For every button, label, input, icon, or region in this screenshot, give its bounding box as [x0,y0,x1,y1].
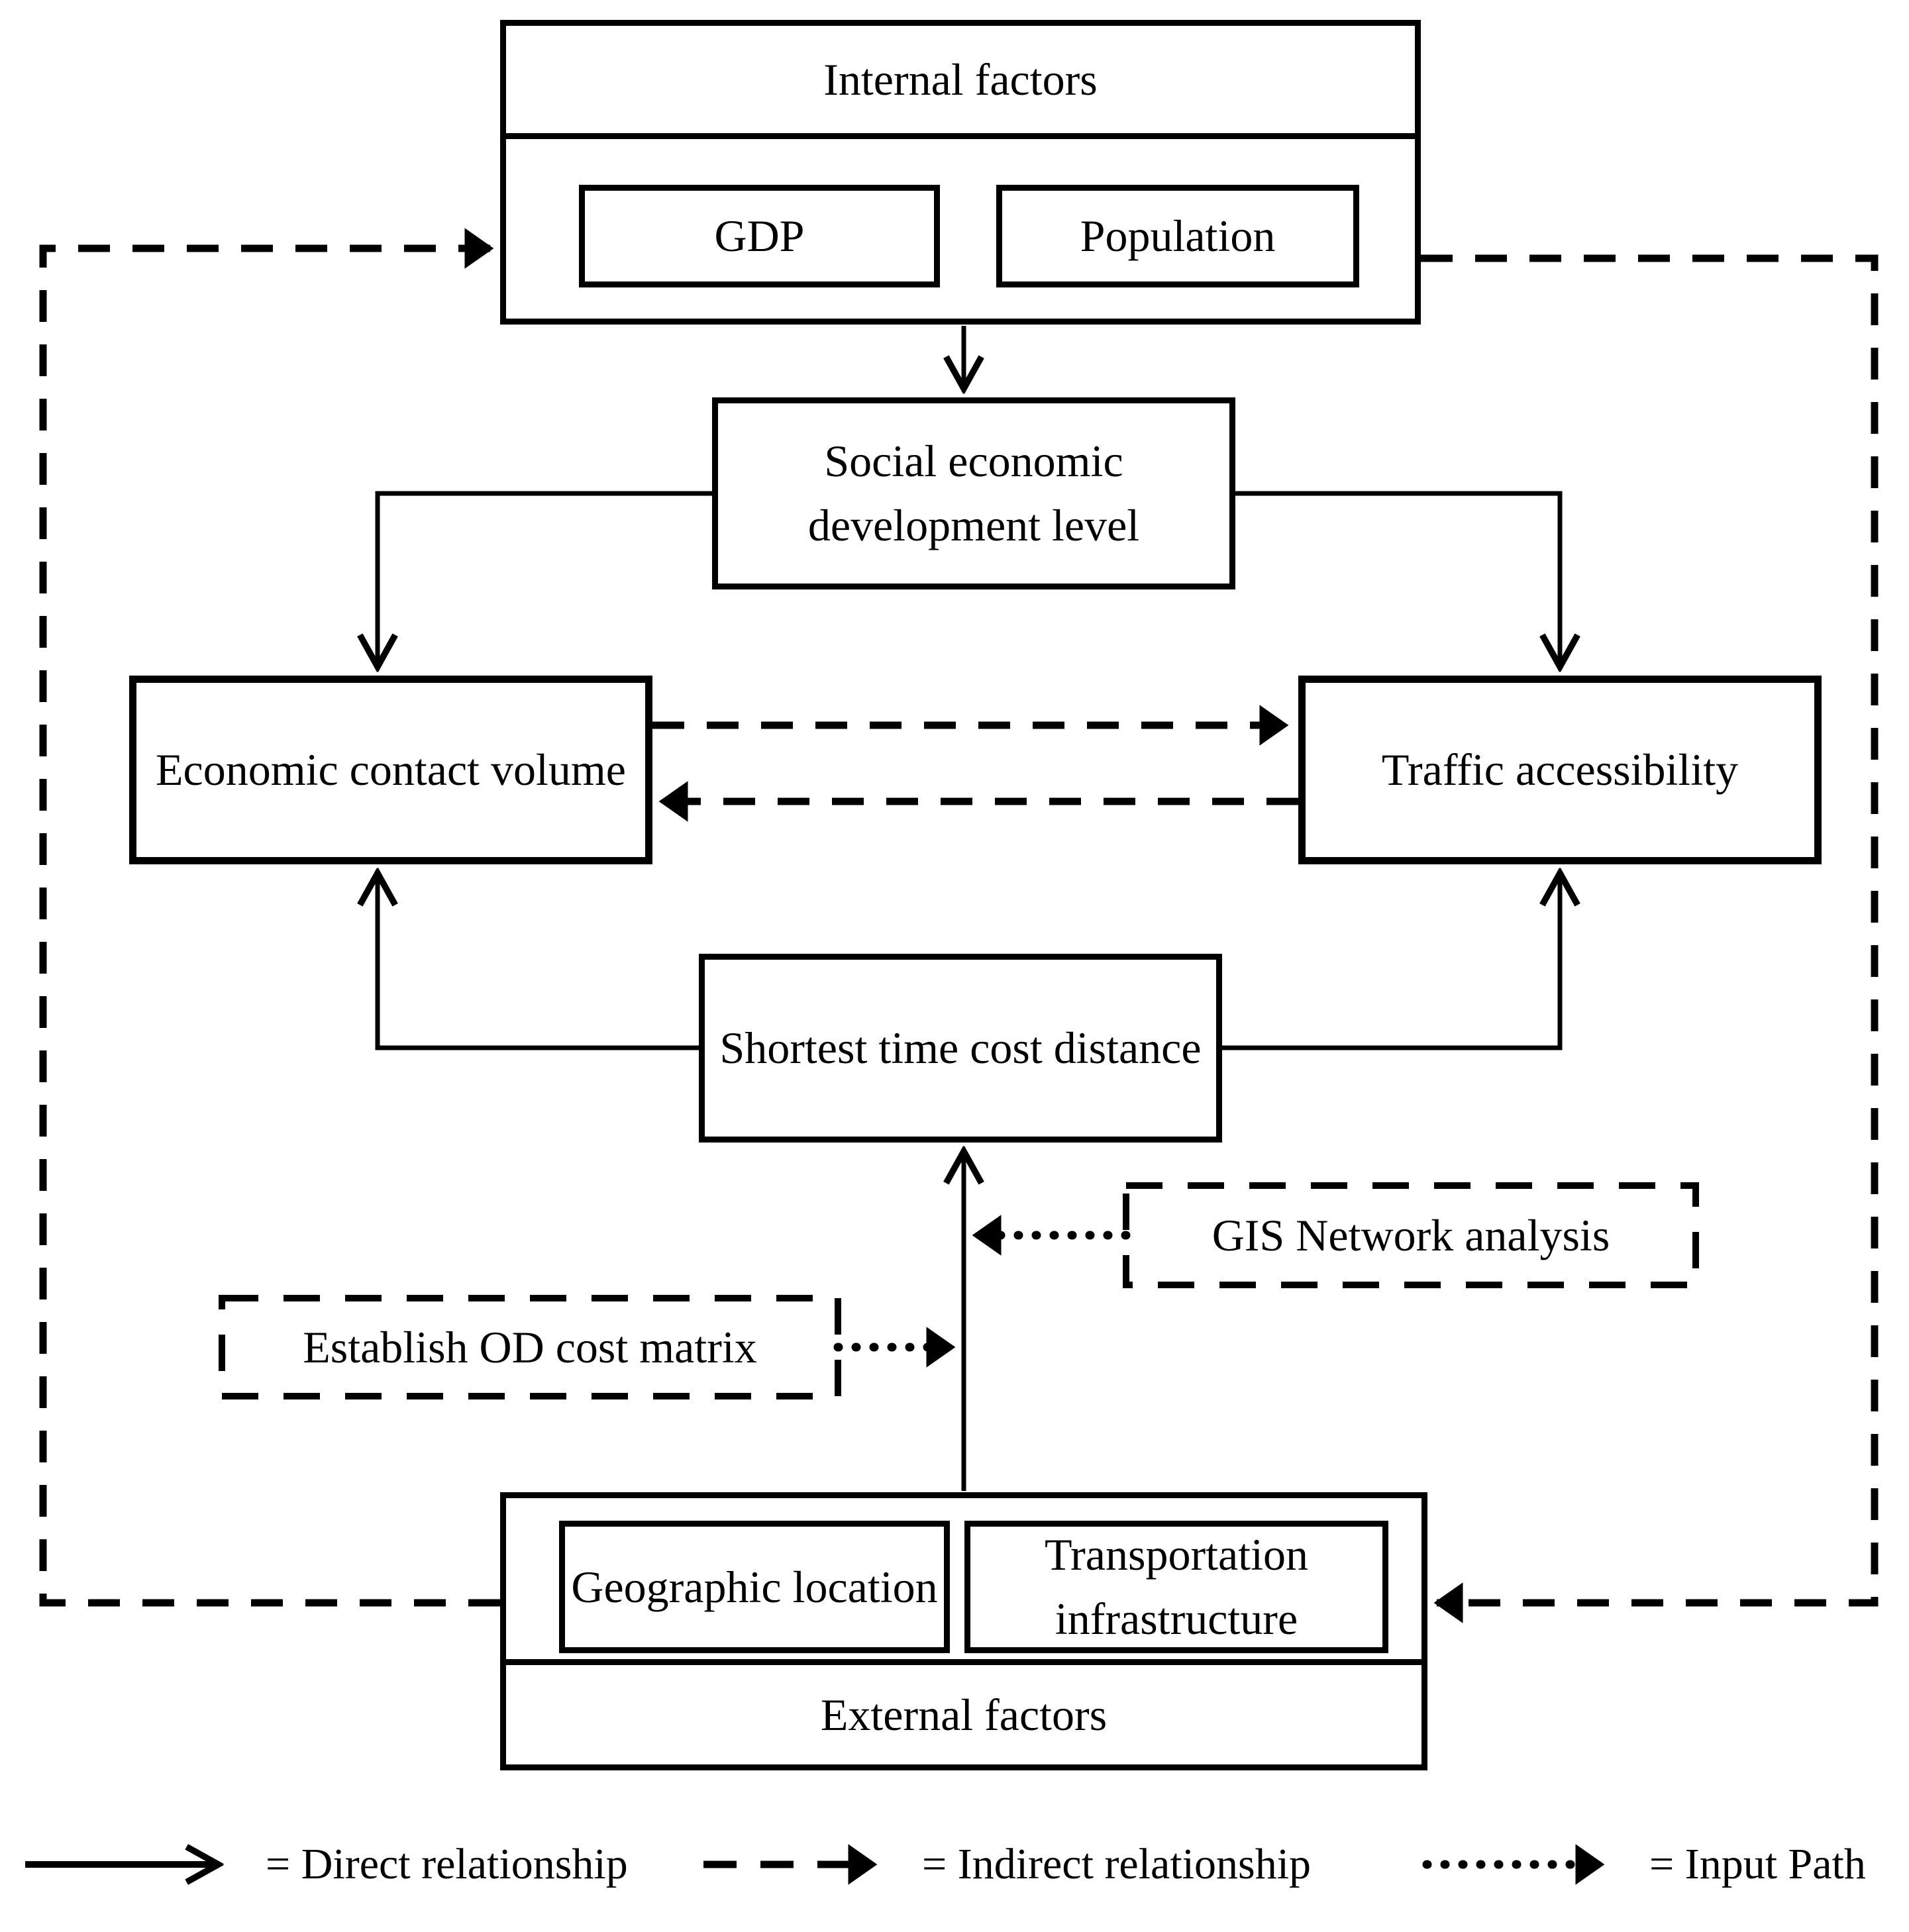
internal-factors-divider [500,133,1421,139]
edge-internal-to-external-loop [1421,254,1879,1623]
edge-social-to-traffic [1235,491,1560,665]
legend-input-label: = Input Path [1649,1840,1866,1888]
od-cost-matrix-box: Establish OD cost matrix [222,1298,838,1396]
indirect-arrow-icon [703,1844,878,1885]
gis-network-box: GIS Network analysis [1126,1186,1696,1285]
edge-shortest-to-economic [378,875,699,1050]
legend-indirect-label: = Indirect relationship [922,1840,1312,1888]
gdp-label: GDP [714,211,805,262]
legend-item-direct: = Direct relationship [21,1825,628,1904]
legend-item-indirect: = Indirect relationship [701,1825,1311,1904]
shortest-time-box: Shortest time cost distance [699,954,1222,1143]
legend-item-input: = Input Path [1421,1825,1866,1904]
population-label: Population [1080,211,1276,262]
od-cost-matrix-label: Establish OD cost matrix [303,1321,757,1372]
traffic-accessibility-label: Traffic accessibility [1381,744,1739,795]
external-factors-divider [500,1659,1427,1665]
geographic-location-label: Geographic location [571,1561,938,1612]
social-economic-label: Social economic development level [807,436,1140,550]
economic-contact-label: Economic contact volume [156,744,626,795]
population-box: Population [996,185,1359,287]
direct-arrow-icon [25,1831,256,1898]
gis-network-label: GIS Network analysis [1212,1209,1610,1260]
traffic-accessibility-box: Traffic accessibility [1298,676,1822,864]
external-factors-box: Geographic location Transportation infra… [500,1492,1427,1770]
internal-factors-box: Internal factors GDP Population [500,20,1421,325]
edge-social-to-economic [378,491,712,665]
gdp-box: GDP [579,185,940,287]
edge-external-to-internal-loop [39,228,500,1607]
od-box-border [219,1295,841,1399]
transportation-infrastructure-box: Transportation infrastructure [964,1521,1388,1653]
input-path-arrow-icon [1422,1844,1606,1885]
legend-direct-label: = Direct relationship [266,1840,628,1888]
transportation-infrastructure-label: Transportation infrastructure [1045,1529,1308,1644]
shortest-time-label: Shortest time cost distance [719,1023,1202,1074]
external-factors-label: External factors [820,1689,1108,1740]
economic-contact-box: Economic contact volume [129,676,652,864]
gis-box-border [1123,1182,1699,1288]
edge-shortest-to-traffic [1222,875,1560,1050]
internal-factors-label: Internal factors [823,54,1098,105]
social-economic-box: Social economic development level [712,397,1235,589]
geographic-location-box: Geographic location [559,1521,950,1653]
